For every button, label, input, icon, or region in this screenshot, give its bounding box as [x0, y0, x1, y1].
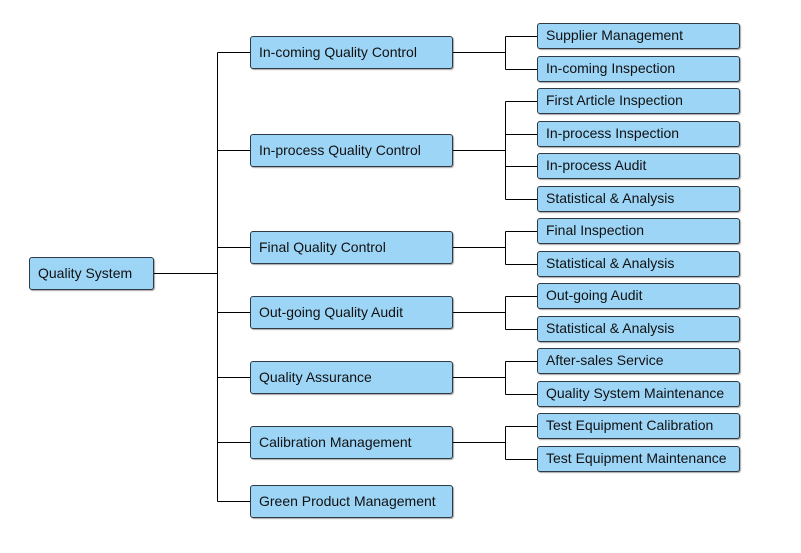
- category-node[interactable]: Quality Assurance: [250, 361, 453, 394]
- subitem-node-label: Test Equipment Calibration: [546, 417, 714, 433]
- category-node-label: Out-going Quality Audit: [259, 304, 403, 320]
- subitem-node[interactable]: In-process Audit: [537, 153, 740, 179]
- subitem-node[interactable]: Test Equipment Maintenance: [537, 446, 740, 472]
- subitem-node[interactable]: After-sales Service: [537, 348, 740, 374]
- subitem-node[interactable]: Test Equipment Calibration: [537, 413, 740, 439]
- subitem-node[interactable]: Out-going Audit: [537, 283, 740, 309]
- subitem-node[interactable]: Quality System Maintenance: [537, 381, 740, 407]
- subitem-node-label: In-process Inspection: [546, 125, 680, 141]
- category-node[interactable]: Out-going Quality Audit: [250, 296, 453, 329]
- category-node[interactable]: In-coming Quality Control: [250, 36, 453, 69]
- subitem-node[interactable]: In-coming Inspection: [537, 56, 740, 82]
- category-node[interactable]: Final Quality Control: [250, 231, 453, 264]
- subitem-node-label: In-process Audit: [546, 157, 647, 173]
- subitem-node[interactable]: Final Inspection: [537, 218, 740, 244]
- subitem-node-label: Test Equipment Maintenance: [546, 450, 727, 466]
- category-node-label: Quality Assurance: [259, 369, 372, 385]
- subitem-node-label: After-sales Service: [546, 352, 664, 368]
- root-node[interactable]: Quality System: [29, 257, 154, 290]
- subitem-node[interactable]: First Article Inspection: [537, 88, 740, 114]
- subitem-node[interactable]: In-process Inspection: [537, 121, 740, 147]
- category-node-label: Final Quality Control: [259, 239, 386, 255]
- subitem-node[interactable]: Statistical & Analysis: [537, 251, 740, 277]
- category-node-label: Green Product Management: [259, 493, 436, 509]
- subitem-node-label: Supplier Management: [546, 27, 683, 43]
- root-node-label: Quality System: [38, 265, 133, 281]
- subitem-node[interactable]: Statistical & Analysis: [537, 186, 740, 212]
- subitem-node-label: Statistical & Analysis: [546, 190, 675, 206]
- category-node-label: In-process Quality Control: [259, 142, 421, 158]
- subitem-node[interactable]: Supplier Management: [537, 23, 740, 49]
- category-node-label: In-coming Quality Control: [259, 44, 417, 60]
- subitem-node-label: Statistical & Analysis: [546, 320, 675, 336]
- subitem-node-label: Final Inspection: [546, 222, 645, 238]
- subitem-node[interactable]: Statistical & Analysis: [537, 316, 740, 342]
- category-node[interactable]: Green Product Management: [250, 485, 453, 518]
- category-node[interactable]: Calibration Management: [250, 426, 453, 459]
- subitem-node-label: In-coming Inspection: [546, 60, 676, 76]
- subitem-node-label: Out-going Audit: [546, 287, 643, 303]
- subitem-node-label: Quality System Maintenance: [546, 385, 725, 401]
- category-node[interactable]: In-process Quality Control: [250, 134, 453, 167]
- category-node-label: Calibration Management: [259, 434, 412, 450]
- subitem-node-label: Statistical & Analysis: [546, 255, 675, 271]
- subitem-node-label: First Article Inspection: [546, 92, 683, 108]
